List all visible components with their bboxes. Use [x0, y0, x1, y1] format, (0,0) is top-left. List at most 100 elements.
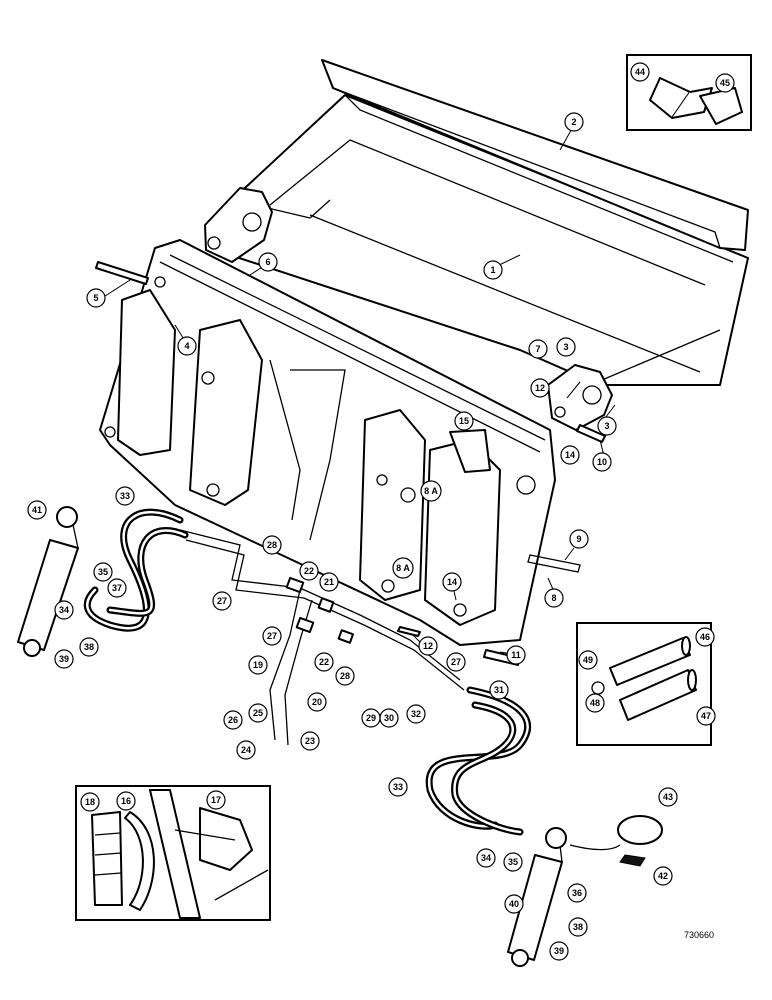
- callout-38: 38: [79, 637, 99, 657]
- callout-label: 43: [663, 792, 673, 802]
- callout-3: 3: [556, 337, 576, 357]
- callout-bubble: [506, 645, 526, 665]
- callout-9: 9: [569, 529, 589, 549]
- callout-6: 6: [258, 252, 278, 272]
- callout-12: 12: [418, 636, 438, 656]
- callout-bubble: [86, 288, 106, 308]
- callout-10: 10: [592, 452, 612, 472]
- callout-bubble: [549, 941, 569, 961]
- callout-label: 2: [571, 117, 576, 127]
- callout-bubble: [568, 917, 588, 937]
- callout-bubble: [585, 693, 605, 713]
- callout-bubble: [335, 666, 355, 686]
- callout-19: 19: [248, 655, 268, 675]
- callout-label: 48: [590, 698, 600, 708]
- callout-label: 32: [411, 709, 421, 719]
- callout-label: 37: [112, 583, 122, 593]
- hydraulic-tubes: [179, 529, 465, 746]
- callout-39: 39: [549, 941, 569, 961]
- left-hoses: [83, 508, 189, 632]
- callout-bubble: [544, 588, 564, 608]
- callout-bubble: [454, 411, 474, 431]
- bucket: [229, 94, 749, 386]
- callout-bubble: [630, 62, 650, 82]
- callout-label: 22: [319, 657, 329, 667]
- inset-latch-detail: [75, 785, 271, 921]
- callout-bubble: [212, 591, 232, 611]
- callout-39: 39: [54, 649, 74, 669]
- callout-14: 14: [560, 445, 580, 465]
- callout-23: 23: [300, 731, 320, 751]
- callout-label: 25: [253, 708, 263, 718]
- callout-label: 28: [340, 671, 350, 681]
- callout-label: 44: [635, 67, 645, 77]
- callout-label: 6: [265, 257, 270, 267]
- callout-label: 14: [565, 450, 575, 460]
- callout-bubble: [528, 339, 548, 359]
- callout-bubble: [406, 704, 426, 724]
- callout-bubble: [569, 529, 589, 549]
- callout-label: 5: [93, 293, 98, 303]
- callout-label: 18: [85, 797, 95, 807]
- callout-34: 34: [476, 848, 496, 868]
- callout-bubble: [392, 557, 414, 579]
- callout-label: 47: [701, 711, 711, 721]
- callout-18: 18: [80, 792, 100, 812]
- callout-bubble: [262, 626, 282, 646]
- callout-bubble: [319, 572, 339, 592]
- callout-46: 46: [695, 627, 715, 647]
- callout-bubble: [248, 703, 268, 723]
- callout-label: 33: [393, 782, 403, 792]
- callout-bubble: [116, 791, 136, 811]
- callout-5: 5: [86, 288, 106, 308]
- callout-bubble: [578, 650, 598, 670]
- callout-label: 23: [305, 736, 315, 746]
- callout-label: 12: [423, 641, 433, 651]
- callout-4: 4: [177, 336, 197, 356]
- callout-label: 39: [59, 654, 69, 664]
- callout-bubble: [420, 480, 442, 502]
- callout-bubble: [530, 378, 550, 398]
- callout-bubble: [564, 112, 584, 132]
- callout-bubble: [483, 260, 503, 280]
- cutting-edge: [321, 59, 749, 251]
- callout-label: 34: [59, 605, 69, 615]
- callout-38: 38: [568, 917, 588, 937]
- callout-label: 27: [267, 631, 277, 641]
- callout-bubble: [206, 790, 226, 810]
- callout-label: 33: [120, 491, 130, 501]
- callout-bubble: [258, 252, 278, 272]
- callout-22: 22: [299, 561, 319, 581]
- callout-41: 41: [27, 500, 47, 520]
- callout-label: 19: [253, 660, 263, 670]
- callout-bubble: [567, 883, 587, 903]
- callout-17: 17: [206, 790, 226, 810]
- callout-bubble: [504, 894, 524, 914]
- callout-label: 42: [658, 871, 668, 881]
- callout-bubble: [54, 600, 74, 620]
- callout-35: 35: [503, 852, 523, 872]
- callout-bubble: [556, 337, 576, 357]
- callout-3: 3: [597, 416, 617, 436]
- callout-8: 8: [544, 588, 564, 608]
- callout-42: 42: [653, 866, 673, 886]
- callout-40: 40: [504, 894, 524, 914]
- callout-label: 38: [84, 642, 94, 652]
- callout-label: 17: [211, 795, 221, 805]
- callout-14: 14: [442, 572, 462, 592]
- callout-bubble: [262, 535, 282, 555]
- callout-bubble: [248, 655, 268, 675]
- right-cylinder: [507, 827, 567, 967]
- callout-bubble: [442, 572, 462, 592]
- callout-bubble: [560, 445, 580, 465]
- callout-bubble: [489, 680, 509, 700]
- callout-label: 3: [604, 421, 609, 431]
- callout-bubble: [696, 706, 716, 726]
- callout-31: 31: [489, 680, 509, 700]
- callout-32: 32: [406, 704, 426, 724]
- inset-pins: [576, 622, 712, 746]
- callout-label: 38: [573, 922, 583, 932]
- callout-bubble: [715, 73, 735, 93]
- callout-bubble: [695, 627, 715, 647]
